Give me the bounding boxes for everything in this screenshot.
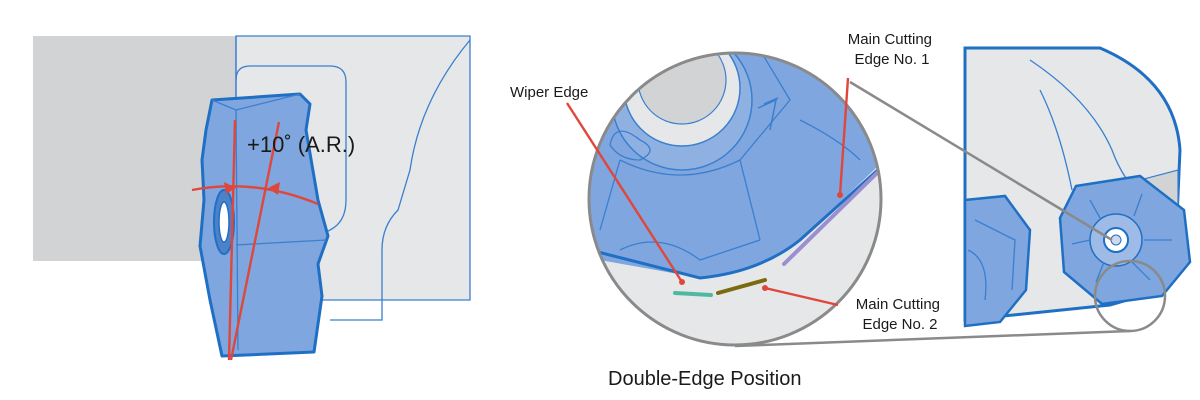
wiper-edge-mark	[673, 291, 713, 297]
holder-pocket	[235, 65, 347, 237]
insert-screw-head	[218, 201, 230, 243]
angle-arrow-left	[224, 182, 236, 194]
wiper-edge-dot	[679, 279, 685, 285]
zoom-line-bottom	[734, 329, 1131, 348]
main-edge-1-callout	[838, 77, 850, 196]
main-edge-2-line-2: Edge No. 2	[862, 316, 937, 333]
magnified-insert-edge	[589, 166, 881, 280]
angle-arrow-right	[268, 182, 280, 195]
main-edge-2-dot	[762, 285, 768, 291]
right-panel	[963, 46, 1192, 333]
wiper-edge-label: Wiper Edge	[510, 84, 588, 101]
insert-octagon-facets	[1071, 193, 1172, 283]
main-edge-1-label: Main Cutting Edge No. 1	[848, 31, 936, 68]
center-panel: Wiper Edge Main Cutting Edge No. 1 Main …	[510, 31, 944, 390]
magnified-facets	[599, 53, 861, 261]
wiper-edge-callout	[565, 102, 684, 283]
insert-partial-detail	[967, 219, 1016, 301]
insert-partial	[963, 194, 1032, 328]
insert-body-left	[200, 94, 328, 356]
axis-vertical	[227, 119, 237, 361]
main-edge-2-callout	[764, 286, 839, 307]
angle-label: +10˚ (A.R.)	[247, 132, 355, 157]
main-edge-2-label: Main Cutting Edge No. 2	[856, 296, 944, 333]
main-edge-1-mark	[782, 170, 880, 266]
left-panel: +10˚ (A.R.)	[33, 35, 471, 361]
holder-step	[330, 39, 471, 321]
insert-outline-left	[198, 92, 330, 358]
edge-number-marking	[757, 97, 779, 131]
axis-rake	[229, 121, 281, 361]
insert-screw-inner	[1110, 234, 1122, 246]
zoom-line-top	[849, 80, 1113, 242]
figure-caption: Double-Edge Position	[608, 368, 801, 390]
main-edge-1-dot	[837, 192, 843, 198]
insert-face-line	[211, 93, 327, 351]
main-edge-2-line-1: Main Cutting	[856, 296, 940, 313]
main-edge-1-line-2: Edge No. 1	[854, 51, 929, 68]
angle-arc	[191, 185, 319, 206]
magnifier-ring	[587, 51, 883, 347]
main-edge-2-mark	[716, 278, 767, 295]
main-edge-1-line-1: Main Cutting	[848, 31, 932, 48]
